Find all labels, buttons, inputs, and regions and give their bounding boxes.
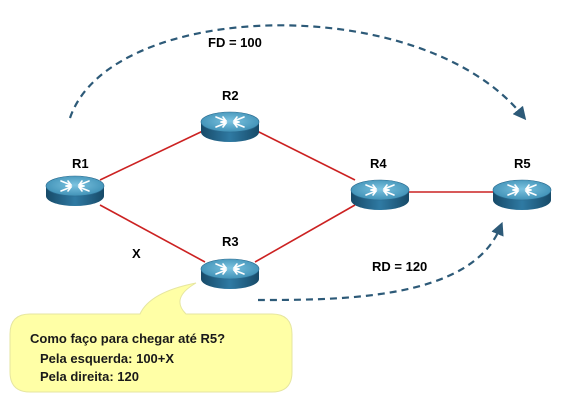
fd-label: FD = 100	[208, 35, 262, 50]
links-group	[99, 129, 495, 263]
router-r3: R3	[200, 234, 260, 290]
router-label: R4	[370, 156, 387, 171]
link-r1-r2	[99, 129, 206, 181]
bubble-question: Como faço para chegar até R5?	[30, 331, 225, 346]
router-icon	[350, 179, 410, 211]
link-r3-r4	[254, 204, 356, 263]
router-icon	[45, 175, 105, 207]
router-r5: R5	[492, 156, 552, 211]
router-label: R5	[514, 156, 531, 171]
router-r4: R4	[350, 156, 410, 211]
router-r1: R1	[45, 156, 105, 207]
bubble-left-route: Pela esquerda: 100+X	[40, 351, 174, 366]
rd-label: RD = 120	[372, 259, 427, 274]
router-label: R3	[222, 234, 239, 249]
router-r2: R2	[200, 88, 260, 143]
link-r1-r3	[99, 204, 206, 263]
x-label: X	[132, 246, 141, 261]
router-icon	[492, 179, 552, 211]
fd-path-arrow	[68, 24, 527, 121]
router-label: R1	[72, 156, 89, 171]
speech-bubble: Como faço para chegar até R5? Pela esque…	[9, 282, 293, 393]
link-r2-r4	[254, 129, 356, 181]
bubble-right-route: Pela direita: 120	[40, 369, 139, 384]
router-label: R2	[222, 88, 239, 103]
router-icon	[200, 111, 260, 143]
router-icon	[200, 258, 260, 290]
bubble-shape	[9, 282, 293, 393]
